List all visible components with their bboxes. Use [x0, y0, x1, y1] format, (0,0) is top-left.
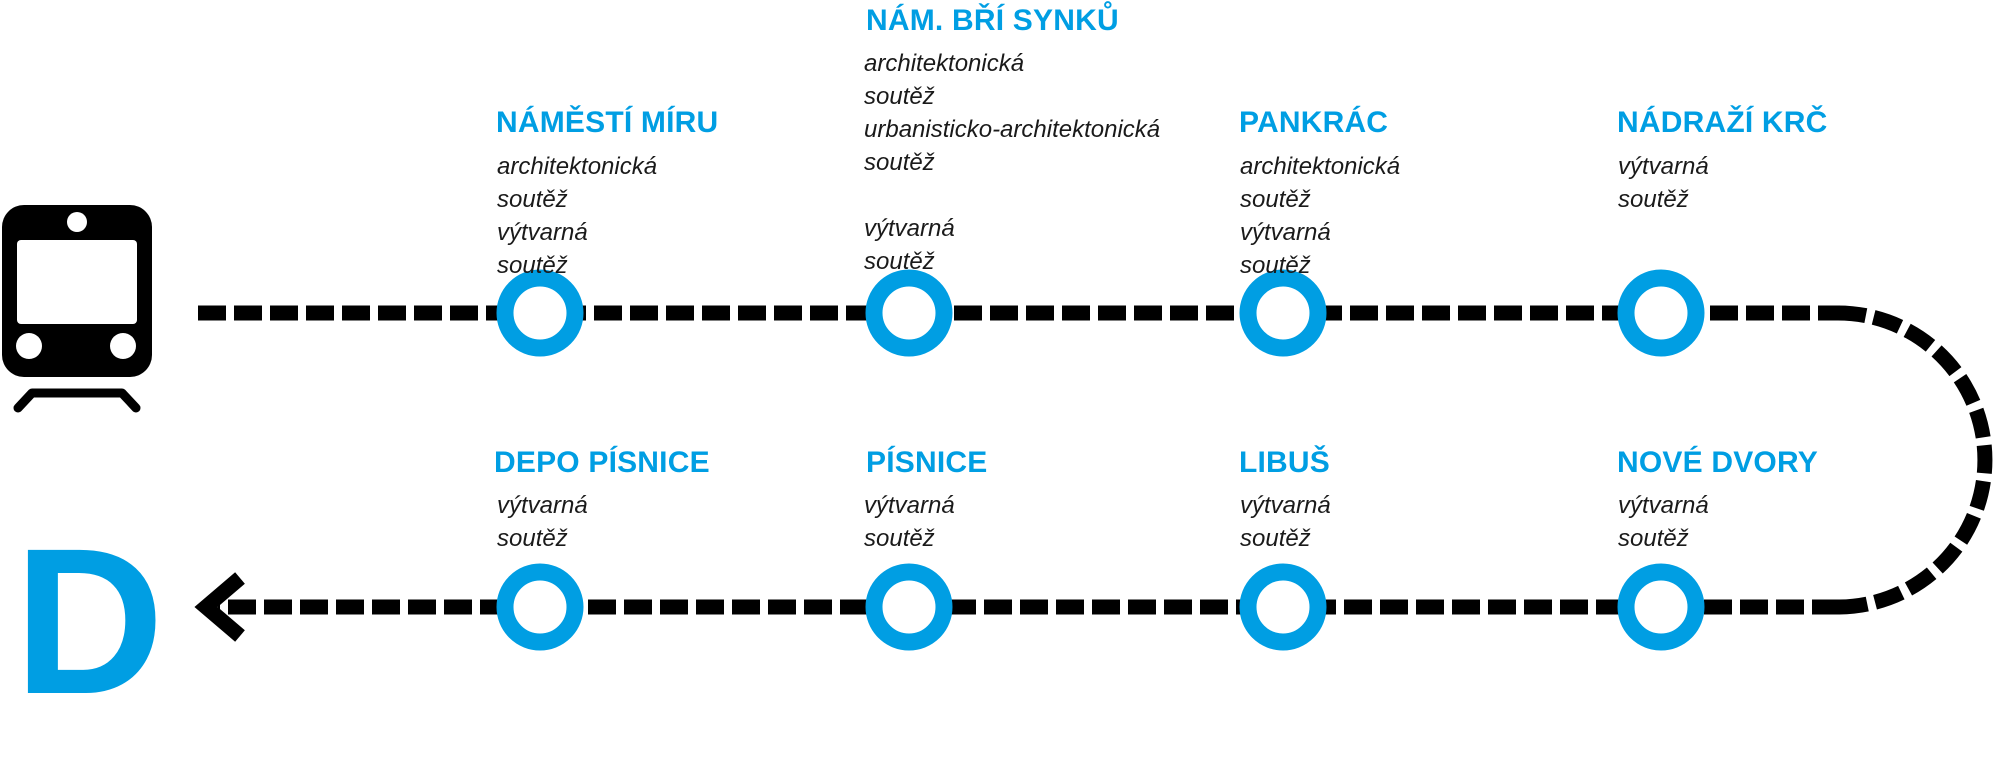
competition-label: výtvarná soutěž — [864, 492, 955, 552]
track-line — [198, 305, 1993, 615]
station-marker — [496, 269, 584, 357]
station-name: NÁMĚSTÍ MÍRU — [496, 106, 719, 139]
competition-label: výtvarná soutěž — [497, 492, 588, 552]
station-name: NÁM. BŘÍ SYNKŮ — [866, 4, 1119, 37]
station-name: NOVÉ DVORY — [1617, 446, 1818, 479]
metro-train-icon — [2, 205, 152, 413]
station-name: DEPO PÍSNICE — [494, 446, 710, 479]
station-marker — [1239, 269, 1327, 357]
competition-label: výtvarná soutěž — [1618, 492, 1709, 552]
station-marker — [1617, 563, 1705, 651]
competition-label: urbanisticko-architektonická soutěž — [864, 116, 1161, 176]
competition-label: architektonická soutěž — [497, 153, 658, 213]
station-name: LIBUŠ — [1239, 446, 1330, 479]
station-marker — [865, 563, 953, 651]
station-marker — [1617, 269, 1705, 357]
station-name: PANKRÁC — [1239, 106, 1389, 139]
station-name: PÍSNICE — [866, 446, 988, 479]
competition-label: výtvarná soutěž — [1618, 153, 1709, 213]
competition-label: výtvarná soutěž — [1240, 219, 1331, 279]
station-markers — [496, 269, 1705, 651]
competition-label: výtvarná soutěž — [864, 215, 955, 275]
station-marker — [496, 563, 584, 651]
competition-label: výtvarná soutěž — [1240, 492, 1331, 552]
competition-label: výtvarná soutěž — [497, 219, 588, 279]
line-letter: D — [14, 506, 164, 738]
station-marker — [865, 269, 953, 357]
competition-label: architektonická soutěž — [1240, 153, 1401, 213]
station-name: NÁDRAŽÍ KRČ — [1617, 106, 1828, 139]
direction-arrow-icon — [194, 572, 245, 642]
competition-label: architektonická soutěž — [864, 50, 1025, 110]
station-marker — [1239, 563, 1327, 651]
